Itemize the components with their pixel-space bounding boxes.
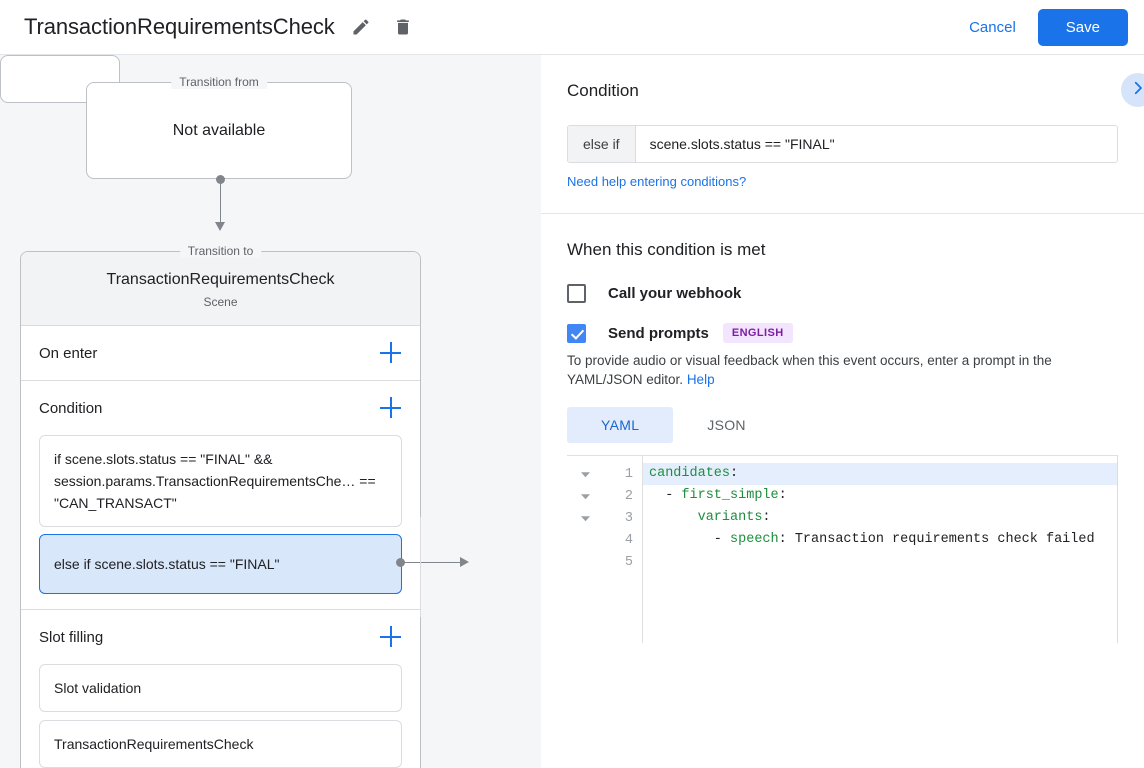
- section-on-enter-label: On enter: [39, 344, 98, 362]
- top-app-bar: TransactionRequirementsCheck Cancel Save: [0, 0, 1144, 55]
- connector-arrow-down: [214, 222, 225, 231]
- editor-gutter: 1 2 3 4 5: [567, 456, 643, 643]
- call-webhook-checkbox[interactable]: [567, 284, 586, 303]
- editor-line-number: 4: [624, 532, 633, 548]
- send-prompts-checkbox-row[interactable]: Send prompts ENGLISH: [567, 323, 1118, 343]
- slot-filling-list-item[interactable]: Slot validation: [39, 664, 402, 712]
- panel-when-met-section: When this condition is met Call your web…: [541, 214, 1144, 643]
- send-prompts-label: Send prompts: [608, 324, 709, 342]
- editor-gutter-line: 3: [567, 507, 642, 529]
- code-key-token: first_simple: [681, 488, 779, 503]
- fold-triangle-icon[interactable]: [573, 492, 597, 501]
- prompt-code-editor[interactable]: 1 2 3 4 5 candidates: - first_simple: varian…: [567, 455, 1118, 643]
- tab-json[interactable]: JSON: [707, 417, 746, 433]
- panel-when-met-heading: When this condition is met: [567, 240, 766, 259]
- condition-list-item-selected[interactable]: else if scene.slots.status == "FINAL": [39, 534, 402, 594]
- connector-dot-condition: [396, 558, 405, 567]
- code-key-token: candidates: [649, 466, 731, 481]
- editor-code-line: - speech: Transaction requirements check…: [643, 529, 1118, 551]
- code-text-token: [649, 510, 698, 525]
- prompts-description: To provide audio or visual feedback when…: [567, 351, 1118, 389]
- section-on-enter: On enter: [21, 326, 420, 381]
- editor-line-number: 1: [624, 466, 633, 482]
- editor-gutter-line: 4: [567, 529, 642, 551]
- editor-gutter-line: 2: [567, 485, 642, 507]
- editor-gutter-line: 5: [567, 551, 642, 573]
- code-text-token: : Transaction requirements check failed: [778, 532, 1095, 547]
- connector-line-horizontal: [401, 561, 463, 564]
- expand-panel-button[interactable]: [1121, 73, 1144, 107]
- code-key-token: speech: [730, 532, 779, 547]
- add-on-enter-button[interactable]: [380, 342, 402, 364]
- canvas-vertical-divider: [420, 517, 421, 617]
- transition-from-value: Not available: [172, 121, 266, 139]
- chevron-right-icon: [1129, 79, 1144, 102]
- add-condition-button[interactable]: [380, 397, 402, 419]
- call-webhook-label: Call your webhook: [608, 285, 742, 302]
- transition-from-legend: Transition from: [171, 75, 267, 89]
- editor-gutter-line: 1: [567, 463, 642, 485]
- editor-code-line: [643, 551, 1118, 573]
- cancel-button[interactable]: Cancel: [955, 10, 1030, 45]
- code-text-token: :: [730, 466, 739, 481]
- fold-triangle-icon[interactable]: [573, 514, 597, 523]
- condition-prefix-label: else if: [568, 126, 636, 162]
- prompts-help-link[interactable]: Help: [686, 372, 715, 387]
- panel-condition-section: Condition else if Need help entering con…: [541, 55, 1144, 214]
- code-text-token: :: [762, 510, 771, 525]
- editor-format-tabs: YAML JSON: [567, 407, 1118, 443]
- code-key-token: variants: [697, 510, 763, 525]
- editor-code-line: variants:: [643, 507, 1118, 529]
- language-badge: ENGLISH: [722, 323, 793, 343]
- save-button[interactable]: Save: [1037, 8, 1128, 46]
- page-title: TransactionRequirementsCheck: [24, 14, 335, 39]
- section-condition-label: Condition: [39, 399, 103, 417]
- section-on-enter-head: On enter: [39, 326, 402, 380]
- detail-panel: Condition else if Need help entering con…: [541, 55, 1144, 768]
- pencil-icon: [351, 17, 371, 37]
- editor-line-number: 3: [624, 510, 633, 526]
- trash-icon: [393, 17, 413, 37]
- condition-input-row: else if: [567, 125, 1118, 163]
- transition-to-subtitle: Scene: [203, 295, 238, 309]
- editor-line-number: 2: [624, 488, 633, 504]
- prompts-description-text: To provide audio or visual feedback when…: [567, 353, 1052, 387]
- section-slot-filling-label: Slot filling: [39, 628, 104, 646]
- editor-code-line: - first_simple:: [643, 485, 1118, 507]
- editor-code-line: candidates:: [643, 463, 1118, 485]
- editor-line-number: 5: [624, 554, 633, 570]
- edit-title-button[interactable]: [345, 11, 377, 43]
- section-slot-filling: Slot filling Slot validation Transaction…: [21, 610, 420, 768]
- code-text-token: -: [649, 532, 731, 547]
- panel-condition-heading: Condition: [567, 81, 639, 100]
- slot-filling-list-item[interactable]: TransactionRequirementsCheck: [39, 720, 402, 768]
- transition-to-legend: Transition to: [179, 244, 262, 258]
- condition-help-link[interactable]: Need help entering conditions?: [567, 174, 747, 189]
- editor-code-area[interactable]: candidates: - first_simple: variants: - …: [643, 456, 1118, 643]
- section-condition: Condition if scene.slots.status == "FINA…: [21, 381, 420, 610]
- code-text-token: -: [649, 488, 682, 503]
- transition-to-title: TransactionRequirementsCheck: [106, 271, 335, 288]
- webhook-checkbox-row[interactable]: Call your webhook: [567, 284, 1118, 303]
- transition-to-header[interactable]: TransactionRequirementsCheck Scene: [21, 252, 420, 326]
- tab-yaml[interactable]: YAML: [567, 407, 674, 443]
- delete-button[interactable]: [387, 11, 419, 43]
- code-text-token: :: [778, 488, 787, 503]
- add-slot-filling-button[interactable]: [380, 626, 402, 648]
- transition-to-node: Transition to TransactionRequirementsChe…: [20, 244, 421, 768]
- flow-canvas: Transition from Not available Transition…: [0, 55, 541, 768]
- editor-right-edge-rule: [1117, 456, 1118, 643]
- section-condition-head: Condition: [39, 381, 402, 435]
- section-slot-filling-head: Slot filling: [39, 610, 402, 664]
- condition-expression-input[interactable]: [635, 126, 1117, 162]
- transition-from-node[interactable]: Transition from Not available: [86, 75, 352, 179]
- send-prompts-checkbox[interactable]: [567, 323, 586, 343]
- fold-triangle-icon[interactable]: [573, 470, 597, 479]
- condition-list-item[interactable]: if scene.slots.status == "FINAL" && sess…: [39, 435, 402, 527]
- connector-line-vertical: [219, 179, 221, 226]
- connector-arrow-right: [460, 556, 469, 567]
